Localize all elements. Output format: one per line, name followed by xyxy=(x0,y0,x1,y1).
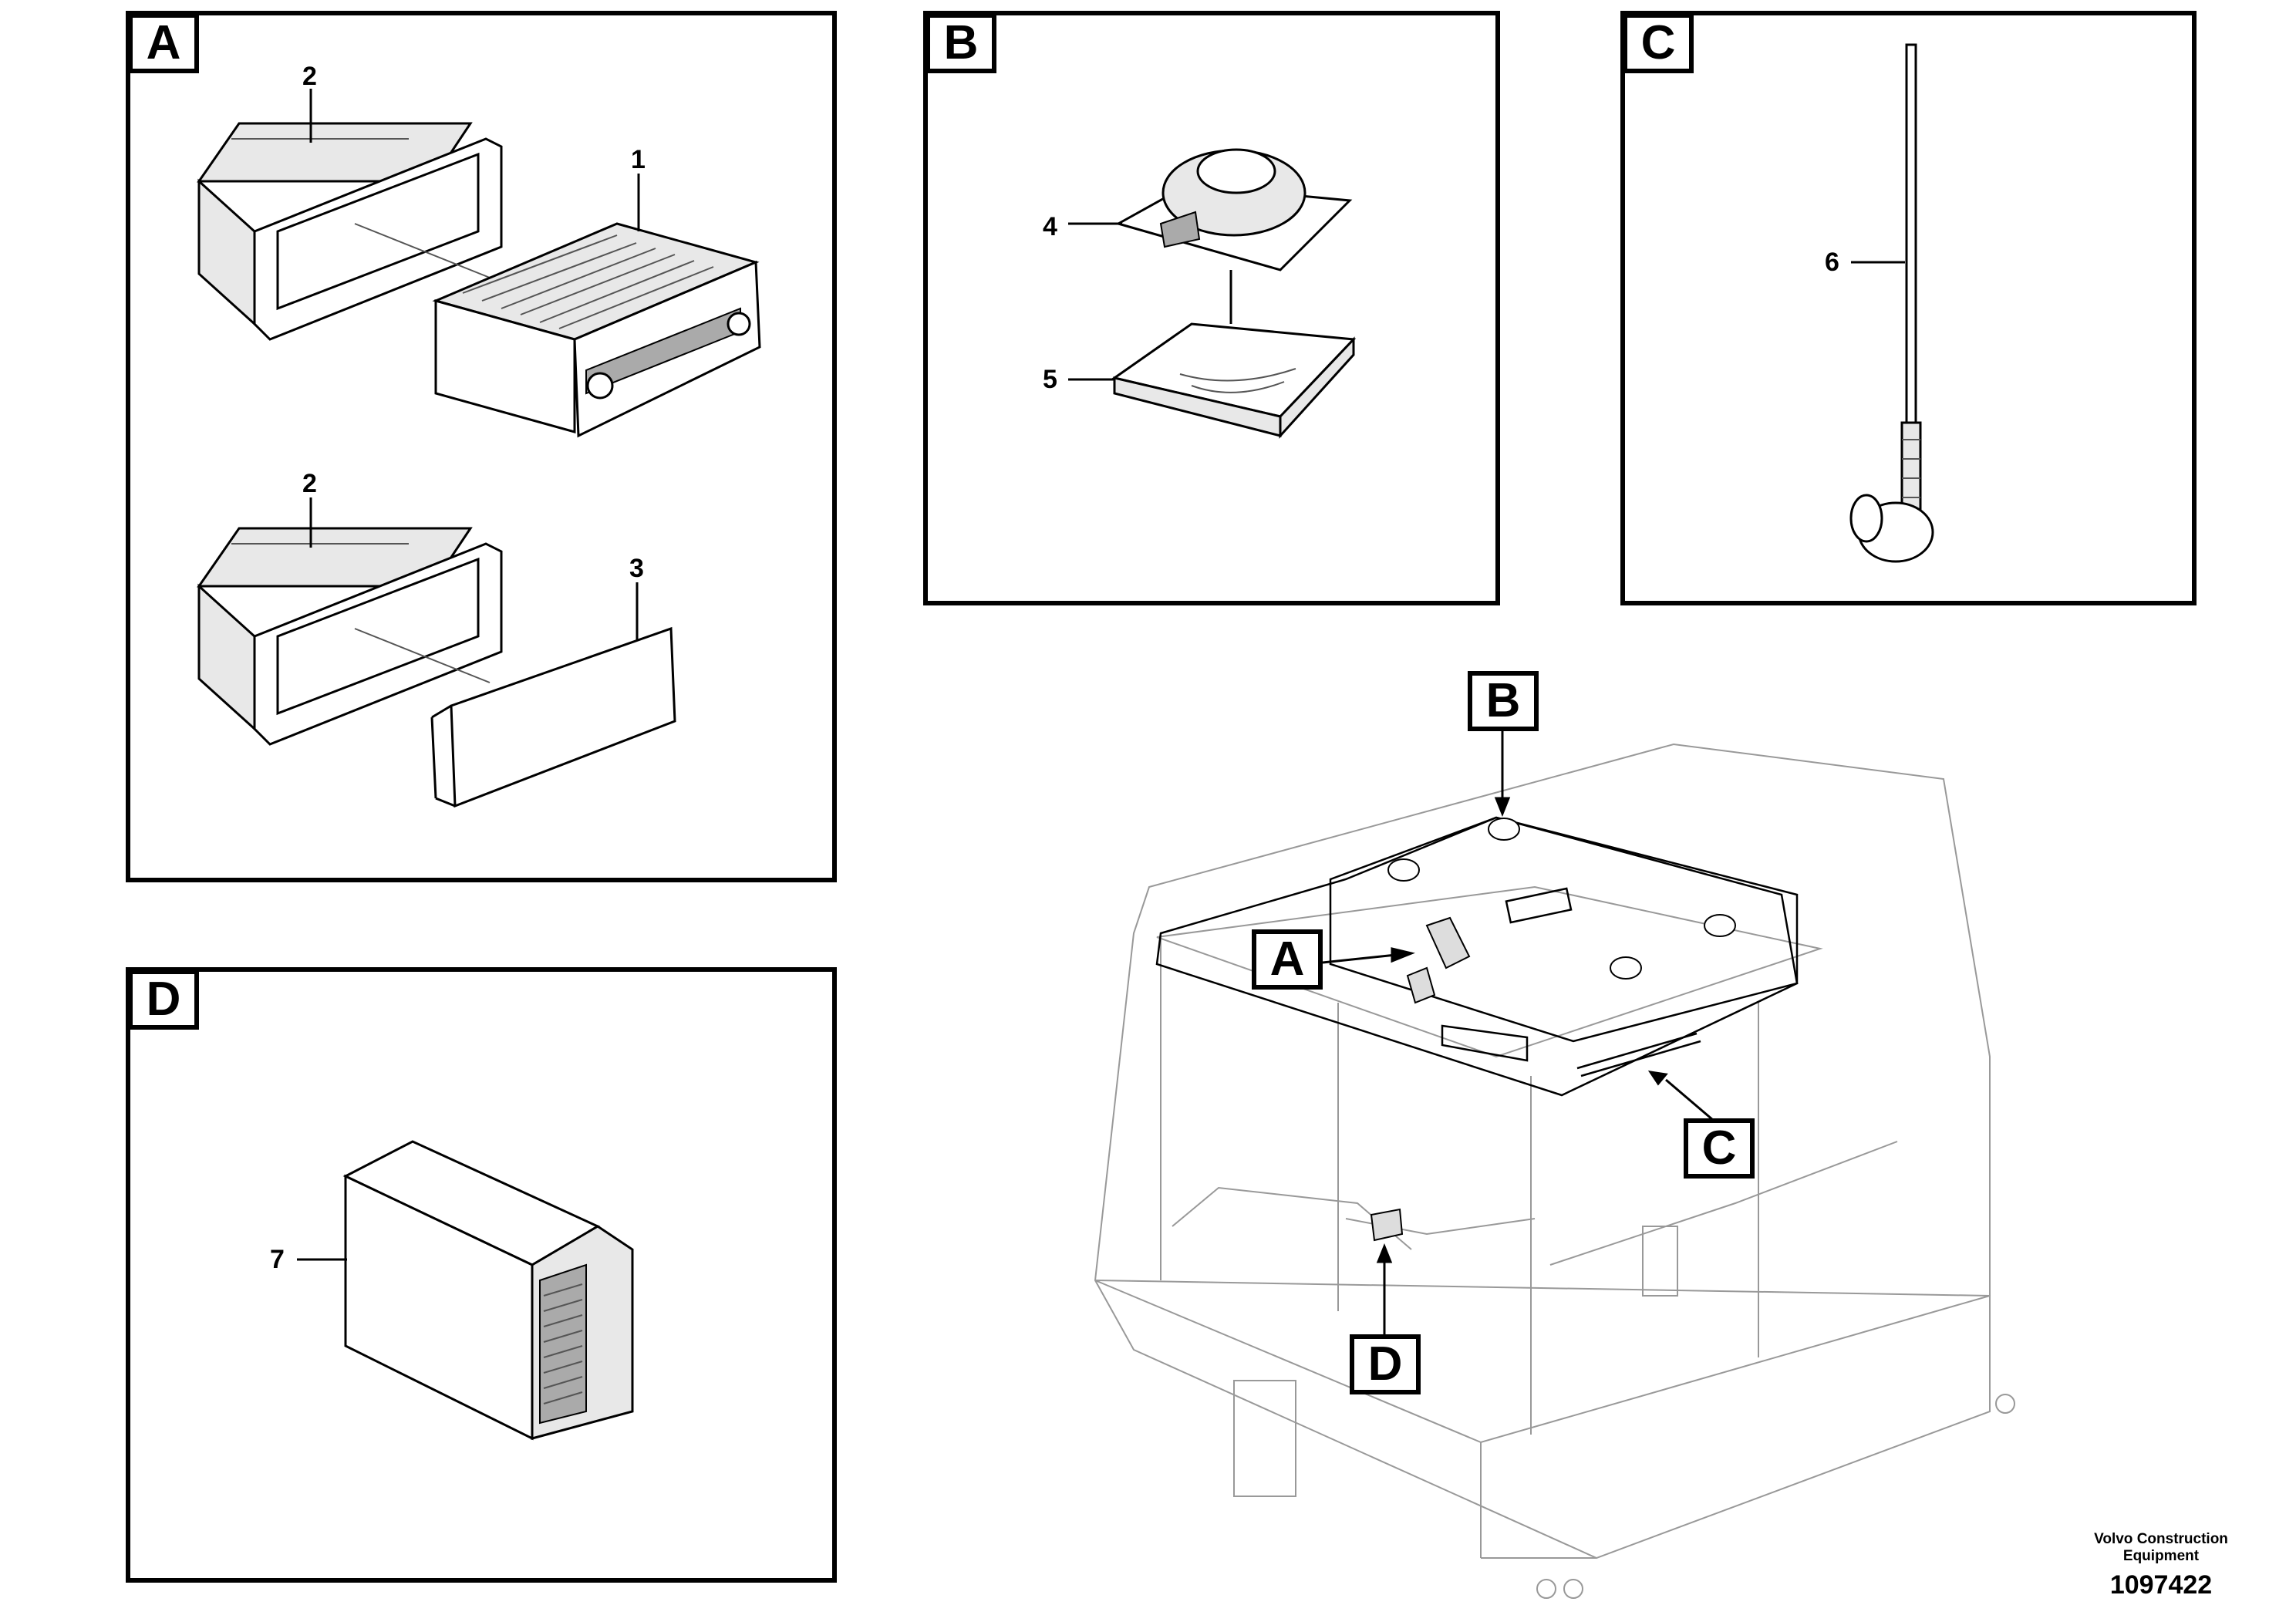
label-item-7: 7 xyxy=(270,1245,285,1274)
label-item-2-top: 2 xyxy=(302,62,317,91)
overview-tag-b: B xyxy=(1468,671,1539,731)
label-item-4: 4 xyxy=(1043,212,1057,241)
cab-converter-location xyxy=(1370,1208,1404,1242)
radio-frame-bottom xyxy=(197,527,503,746)
label-item-1: 1 xyxy=(631,145,646,174)
panel-b-tag: B xyxy=(925,13,996,73)
cab-radio-location xyxy=(1406,916,1471,1004)
radio-frame-top xyxy=(197,122,503,341)
cab-body xyxy=(1094,743,2015,1599)
panel-d-tag: D xyxy=(128,969,199,1030)
drawing-number: 1097422 xyxy=(2109,1570,2213,1600)
converter-unit xyxy=(342,1140,634,1441)
cab-roof xyxy=(1155,816,1799,1097)
label-item-6: 6 xyxy=(1825,248,1839,277)
label-item-2-bottom: 2 xyxy=(302,469,317,498)
roof-vents xyxy=(1387,818,1736,980)
overview-tag-c: C xyxy=(1684,1118,1755,1179)
credit-company: Volvo Construction xyxy=(2094,1531,2228,1547)
credit-block: Volvo Construction Equipment 1097422 xyxy=(2072,1531,2250,1600)
speaker xyxy=(1115,148,1353,271)
speaker-grille xyxy=(1111,322,1357,439)
panel-c-tag: C xyxy=(1623,13,1694,73)
blanking-cover xyxy=(430,626,676,808)
radio-unit xyxy=(432,222,761,438)
overview-tag-a: A xyxy=(1252,929,1323,990)
overview-tag-d: D xyxy=(1350,1334,1421,1394)
label-item-5: 5 xyxy=(1043,365,1057,394)
antenna xyxy=(1849,43,1934,563)
credit-company-line2: Equipment xyxy=(2122,1548,2200,1564)
panel-b xyxy=(923,11,1500,605)
label-item-3: 3 xyxy=(629,554,644,583)
panel-a-tag: A xyxy=(128,13,199,73)
overview-pointers xyxy=(1322,727,1719,1334)
